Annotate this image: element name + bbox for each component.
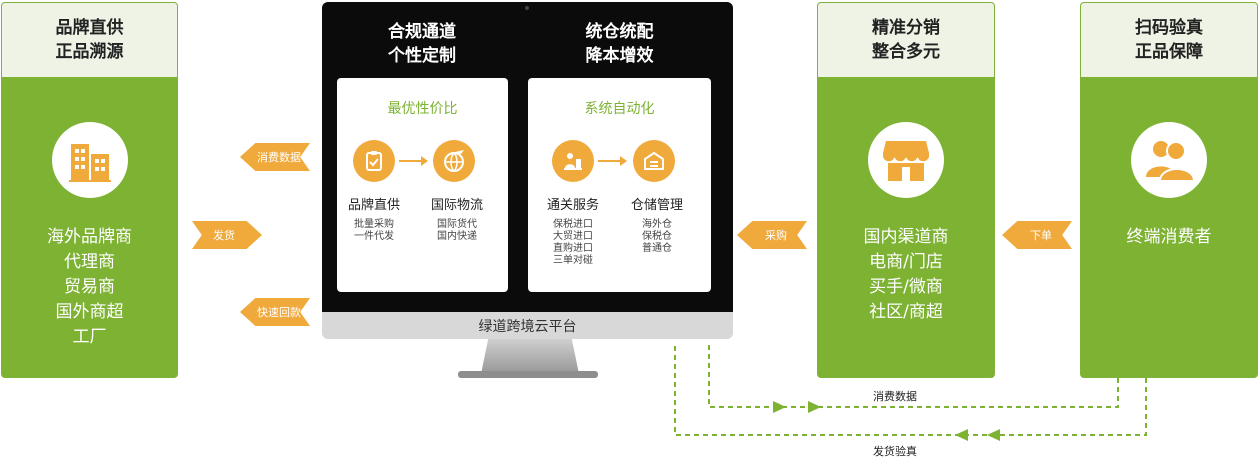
consume-data-arrow-label: 消费数据 bbox=[257, 151, 301, 164]
sub-item: 保税仓 bbox=[642, 231, 672, 242]
list-item: 买手/微商 bbox=[869, 277, 943, 297]
right-panel: 系统自动化 通关服务 仓储管理 保税进口 大贸进口 直购进口 三单对碰 海外仓 … bbox=[528, 78, 711, 292]
list-item: 代理商 bbox=[64, 252, 115, 272]
supplier-card-header: 品牌直供 正品溯源 bbox=[2, 3, 177, 77]
list-item: 工厂 bbox=[72, 327, 107, 347]
purchase-arrow-label: 采购 bbox=[765, 229, 787, 242]
right-column-title-1: 统仓统配 bbox=[585, 22, 654, 42]
purchase-arrow: 采购 bbox=[737, 221, 807, 249]
consumer-title-1: 扫码验真 bbox=[1135, 18, 1203, 38]
node-label-logistics: 国际物流 bbox=[430, 198, 483, 213]
fast-payment-arrow-label: 快速回款 bbox=[257, 306, 301, 319]
ship-arrow: 发货 bbox=[192, 221, 262, 249]
clipboard-icon bbox=[353, 140, 395, 182]
channel-card-header: 精准分销 整合多元 bbox=[818, 3, 994, 77]
right-flow-arrow bbox=[598, 156, 627, 166]
sub-item: 大贸进口 bbox=[553, 231, 593, 242]
supplier-list: 海外品牌商 代理商 贸易商 国外商超 工厂 bbox=[2, 225, 177, 350]
consumer-card-header: 扫码验真 正品保障 bbox=[1081, 3, 1257, 77]
consumer-card: 扫码验真 正品保障 终端消费者 bbox=[1080, 2, 1258, 378]
sub-item: 直购进口 bbox=[553, 243, 593, 254]
building-icon bbox=[51, 122, 128, 198]
list-item: 国内渠道商 bbox=[863, 227, 949, 247]
left-panel-title: 最优性价比 bbox=[387, 101, 458, 117]
monitor-camera bbox=[525, 6, 529, 10]
sub-item: 海外仓 bbox=[642, 219, 672, 230]
list-item: 海外品牌商 bbox=[47, 227, 132, 247]
supplier-title-1: 品牌直供 bbox=[55, 18, 124, 38]
platform-name-bar: 绿道跨境云平台 bbox=[322, 312, 733, 339]
order-arrow: 下单 bbox=[1002, 221, 1072, 249]
node-label-warehouse: 仓储管理 bbox=[630, 198, 683, 213]
consumer-list: 终端消费者 bbox=[1081, 225, 1257, 250]
sub-item: 国内快递 bbox=[437, 231, 477, 242]
plane-globe-icon bbox=[433, 140, 475, 182]
node-label-customs: 通关服务 bbox=[546, 198, 599, 213]
supplier-card: 品牌直供 正品溯源 海外品牌商 代理商 贸易商 国外商超 工厂 bbox=[1, 2, 178, 378]
consumer-title-2: 正品保障 bbox=[1135, 42, 1203, 62]
channel-title-2: 整合多元 bbox=[872, 42, 940, 62]
monitor-stand-base bbox=[458, 371, 598, 378]
list-item: 国外商超 bbox=[55, 302, 124, 322]
consume-data-flow-line bbox=[708, 342, 1119, 408]
platform-name: 绿道跨境云平台 bbox=[478, 318, 577, 335]
left-flow-arrow bbox=[399, 156, 428, 166]
node-sub-logistics: 国际货代 国内快递 bbox=[420, 219, 494, 243]
ship-verify-flow-line bbox=[674, 342, 1147, 436]
channel-title-1: 精准分销 bbox=[872, 18, 940, 38]
right-column-title-2: 降本增效 bbox=[585, 46, 654, 66]
store-icon bbox=[868, 122, 944, 198]
list-item: 终端消费者 bbox=[1126, 227, 1212, 247]
channel-list: 国内渠道商 电商/门店 买手/微商 社区/商超 bbox=[818, 225, 994, 325]
left-column-title: 合规通道 个性定制 bbox=[337, 20, 507, 68]
right-panel-title: 系统自动化 bbox=[584, 101, 655, 117]
supplier-title-2: 正品溯源 bbox=[55, 42, 124, 62]
customs-officer-icon bbox=[552, 140, 594, 182]
node-sub-warehouse: 海外仓 保税仓 普通仓 bbox=[617, 219, 697, 255]
order-arrow-label: 下单 bbox=[1030, 229, 1052, 242]
right-column-title: 统仓统配 降本增效 bbox=[528, 20, 711, 68]
flow-arrowhead bbox=[773, 401, 786, 413]
warehouse-icon bbox=[633, 140, 675, 182]
node-label-brand-direct: 品牌直供 bbox=[347, 198, 400, 213]
flow-arrowhead bbox=[808, 401, 821, 413]
left-panel: 最优性价比 品牌直供 国际物流 批量采购 一件代发 国际货代 国内快递 bbox=[337, 78, 508, 292]
left-column-title-1: 合规通道 bbox=[388, 22, 456, 42]
node-sub-customs: 保税进口 大贸进口 直购进口 三单对碰 bbox=[533, 219, 613, 267]
sub-item: 国际货代 bbox=[437, 219, 477, 230]
ship-verify-flow-label: 发货验真 bbox=[873, 445, 917, 458]
left-column-title-2: 个性定制 bbox=[388, 46, 456, 66]
sub-item: 批量采购 bbox=[354, 219, 394, 230]
monitor-stand bbox=[481, 339, 579, 371]
node-sub-brand-direct: 批量采购 一件代发 bbox=[337, 219, 411, 243]
sub-item: 三单对碰 bbox=[553, 255, 593, 266]
flow-arrowhead bbox=[955, 429, 968, 441]
consume-data-flow-label: 消费数据 bbox=[873, 390, 917, 403]
consume-data-arrow: 消费数据 bbox=[240, 143, 310, 171]
list-item: 贸易商 bbox=[64, 277, 115, 297]
channel-card: 精准分销 整合多元 国内渠道商 电商/门店 买手/微商 社区/商超 bbox=[817, 2, 995, 378]
flow-arrowhead bbox=[987, 429, 1000, 441]
users-icon bbox=[1131, 122, 1207, 198]
ship-arrow-label: 发货 bbox=[213, 229, 235, 242]
sub-item: 保税进口 bbox=[553, 219, 593, 230]
fast-payment-arrow: 快速回款 bbox=[240, 298, 310, 326]
list-item: 社区/商超 bbox=[869, 302, 943, 322]
sub-item: 普通仓 bbox=[642, 243, 672, 254]
list-item: 电商/门店 bbox=[869, 252, 943, 272]
sub-item: 一件代发 bbox=[354, 231, 394, 242]
